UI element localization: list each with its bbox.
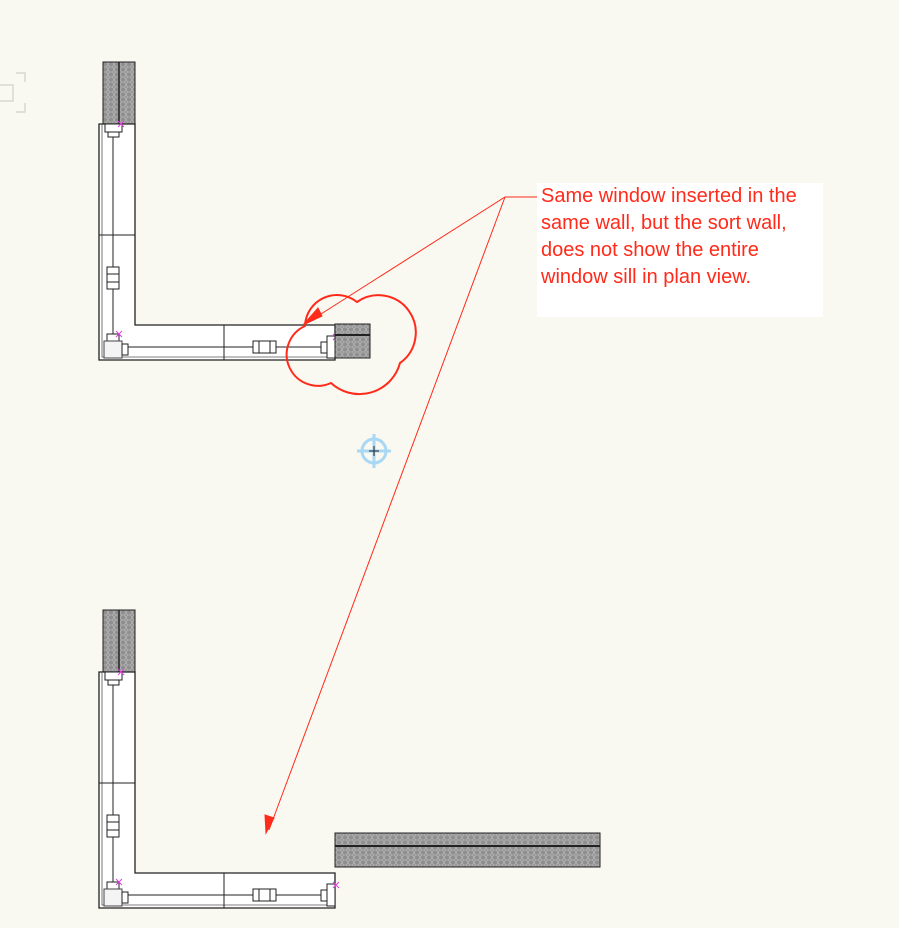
window-plan-short-wall[interactable]	[98, 61, 371, 361]
window-plan-long-wall[interactable]	[98, 609, 601, 909]
annotation-note[interactable]: Same window inserted in the same wall, b…	[537, 183, 823, 317]
annotation-leader	[264, 196, 537, 835]
crosshair-cursor-icon	[357, 434, 391, 468]
revision-cloud[interactable]	[285, 293, 417, 396]
page-corner-marker	[0, 72, 26, 113]
